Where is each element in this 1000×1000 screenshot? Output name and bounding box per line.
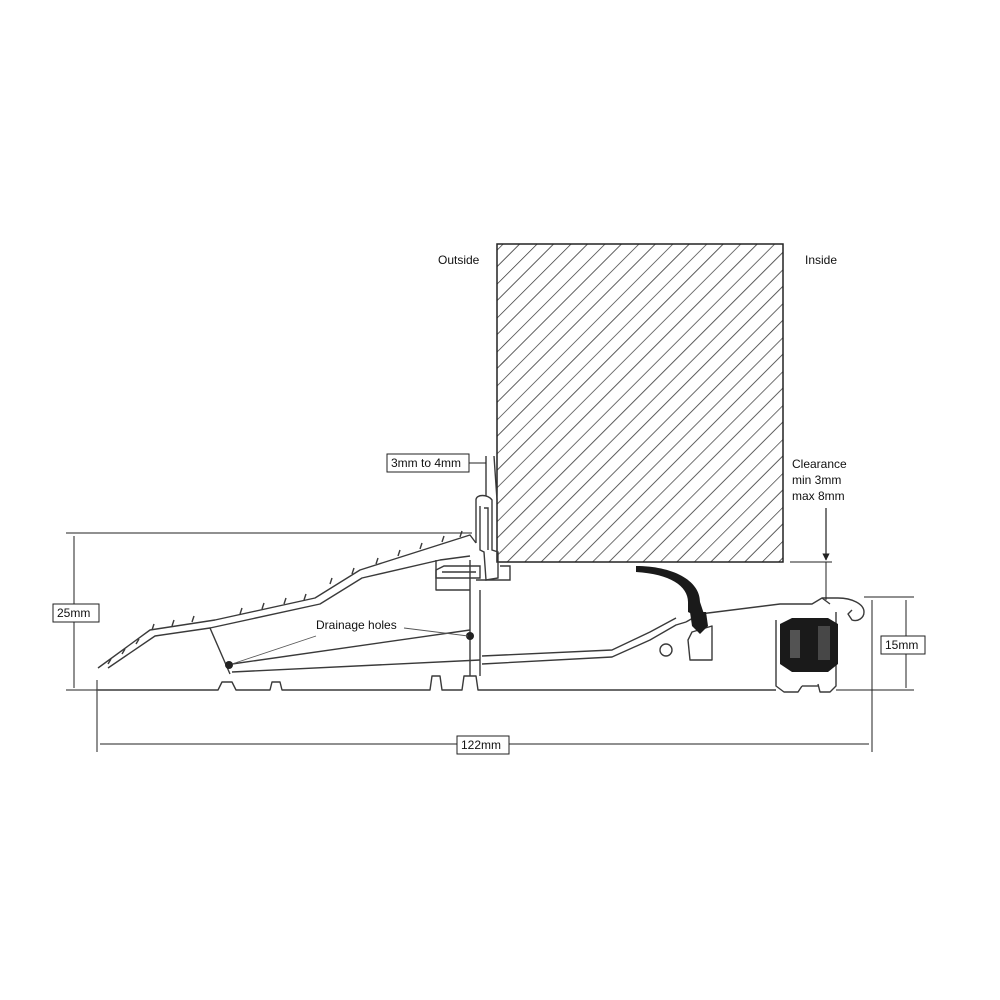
thermal-gasket: [780, 618, 838, 672]
door-bottom-seal: [636, 566, 708, 634]
dim-122mm-box: [456, 735, 510, 755]
drainage-hole-dot: [225, 661, 233, 669]
dim-122mm-label: 122mm: [461, 738, 501, 752]
dimension-25mm: [66, 532, 472, 691]
dim-25mm-box: [52, 603, 100, 623]
dim-25mm-label: 25mm: [57, 606, 90, 620]
frame-bead: [435, 455, 511, 581]
drainage-leader-left: [231, 635, 317, 665]
dimension-122mm: [96, 600, 873, 752]
outside-label: Outside: [438, 253, 480, 267]
dim-15mm-box: [880, 635, 926, 655]
gap-label: 3mm to 4mm: [391, 456, 461, 470]
dim-15mm-label: 15mm: [885, 638, 918, 652]
drainage-hole-dot: [466, 632, 474, 640]
clearance-line-3: max 8mm: [792, 489, 845, 503]
inside-label: Inside: [805, 253, 837, 267]
door-leaf: [496, 243, 784, 563]
clearance-line-1: Clearance: [792, 457, 847, 471]
drainage-leader-right: [403, 627, 469, 637]
clearance-line-2: min 3mm: [792, 473, 841, 487]
drainage-holes-label: Drainage holes: [316, 618, 397, 632]
